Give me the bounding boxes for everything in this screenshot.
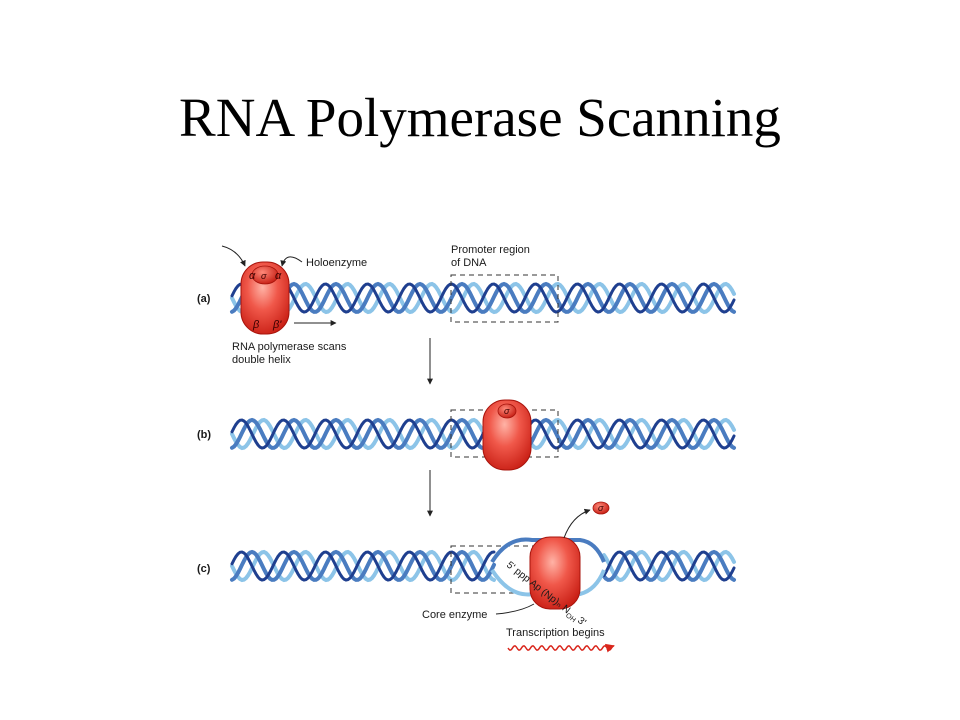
- holoenzyme-pointer-arrow: [280, 256, 303, 267]
- subunit-sigma-a: σ: [261, 271, 267, 281]
- released-sigma: [592, 501, 610, 515]
- alpha-pointer-arrow: [221, 245, 246, 267]
- holoenzyme-a: α σ α β β': [240, 261, 290, 335]
- subunit-sigma-c: σ: [598, 503, 604, 513]
- promoter-label-line2: of DNA: [451, 257, 487, 269]
- closed-complex-enzyme: σ: [482, 399, 532, 471]
- rna-wave-arrow: [507, 643, 615, 653]
- slide-title: RNA Polymerase Scanning: [179, 87, 781, 148]
- rna-subscript: OH: [564, 612, 577, 624]
- step-label-a: (a): [197, 293, 211, 305]
- subunit-beta: β: [252, 319, 260, 331]
- dna-helix-c: [230, 549, 736, 583]
- subunit-alpha-right: α: [275, 270, 282, 282]
- dna-helix-a: [230, 281, 736, 315]
- core-enzyme-pointer: [495, 603, 535, 615]
- scan-caption-line2: double helix: [232, 354, 291, 366]
- core-enzyme-body: [529, 536, 581, 610]
- scan-caption-line1: RNA polymerase scans: [232, 341, 347, 353]
- core-enzyme-label: Core enzyme: [422, 609, 487, 621]
- sigma-release-arrow: [563, 508, 591, 539]
- step-label-c: (c): [197, 563, 211, 575]
- subunit-sigma-b: σ: [504, 406, 510, 416]
- subunit-beta-prime: β': [272, 319, 282, 331]
- subunit-alpha-left: α: [249, 270, 256, 282]
- step-label-b: (b): [197, 429, 211, 441]
- dna-helix-b: [230, 417, 736, 451]
- promoter-box-a: [450, 274, 559, 323]
- promoter-label-line1: Promoter region: [451, 244, 530, 256]
- holoenzyme-label: Holoenzyme: [306, 257, 367, 269]
- transcription-label: Transcription begins: [506, 627, 605, 639]
